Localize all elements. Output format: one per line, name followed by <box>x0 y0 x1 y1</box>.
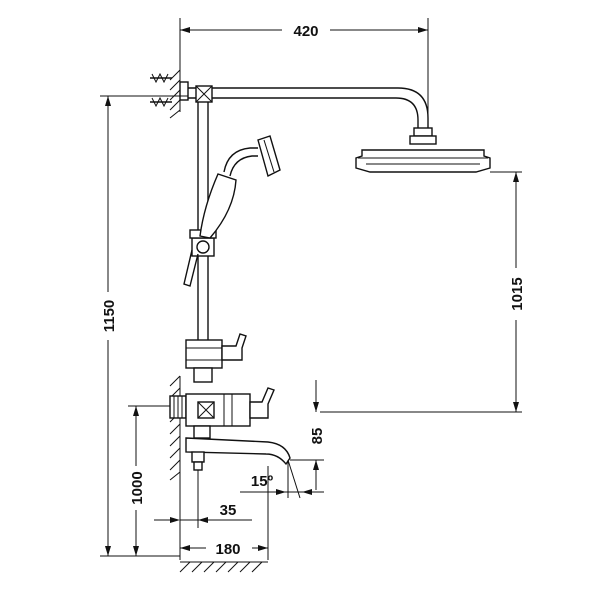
slide-bar-holder <box>183 229 217 287</box>
dimension-label-spout-angle: 15º <box>251 473 274 490</box>
bath-spout <box>185 437 291 471</box>
upper-wall-section <box>169 69 181 119</box>
dimension-label-spout-offset: 35 <box>220 502 237 519</box>
dimension-label-arm-reach: 420 <box>293 23 318 40</box>
dimension-label-valve-height: 1000 <box>129 471 146 504</box>
dimension-valve-to-spout: 85 <box>290 380 326 490</box>
dimension-wall-projection: 180 <box>100 466 269 560</box>
dimension-label-showerhead-height: 1015 <box>509 277 526 310</box>
thermostatic-valve <box>169 387 275 439</box>
diverter-valve <box>185 333 247 383</box>
dimension-spout-offset: 35 <box>154 470 252 528</box>
dimension-spout-angle: 15º <box>240 459 324 499</box>
hand-shower <box>199 135 281 239</box>
dimension-valve-height: 1000 <box>128 405 170 556</box>
upper-wall-screws <box>150 72 189 108</box>
floor-section <box>179 561 268 573</box>
dimension-total-height: 1150 <box>100 95 188 556</box>
dimension-label-valve-to-spout: 85 <box>309 428 326 445</box>
dimension-arm-reach: 420 <box>179 18 429 128</box>
dimension-label-total-height: 1150 <box>101 300 118 333</box>
shower-arm <box>188 85 429 128</box>
lower-wall-section <box>169 375 181 481</box>
dimension-label-wall-projection: 180 <box>215 541 240 558</box>
rain-showerhead <box>355 127 491 173</box>
dimension-showerhead-height: 1015 <box>320 171 526 413</box>
